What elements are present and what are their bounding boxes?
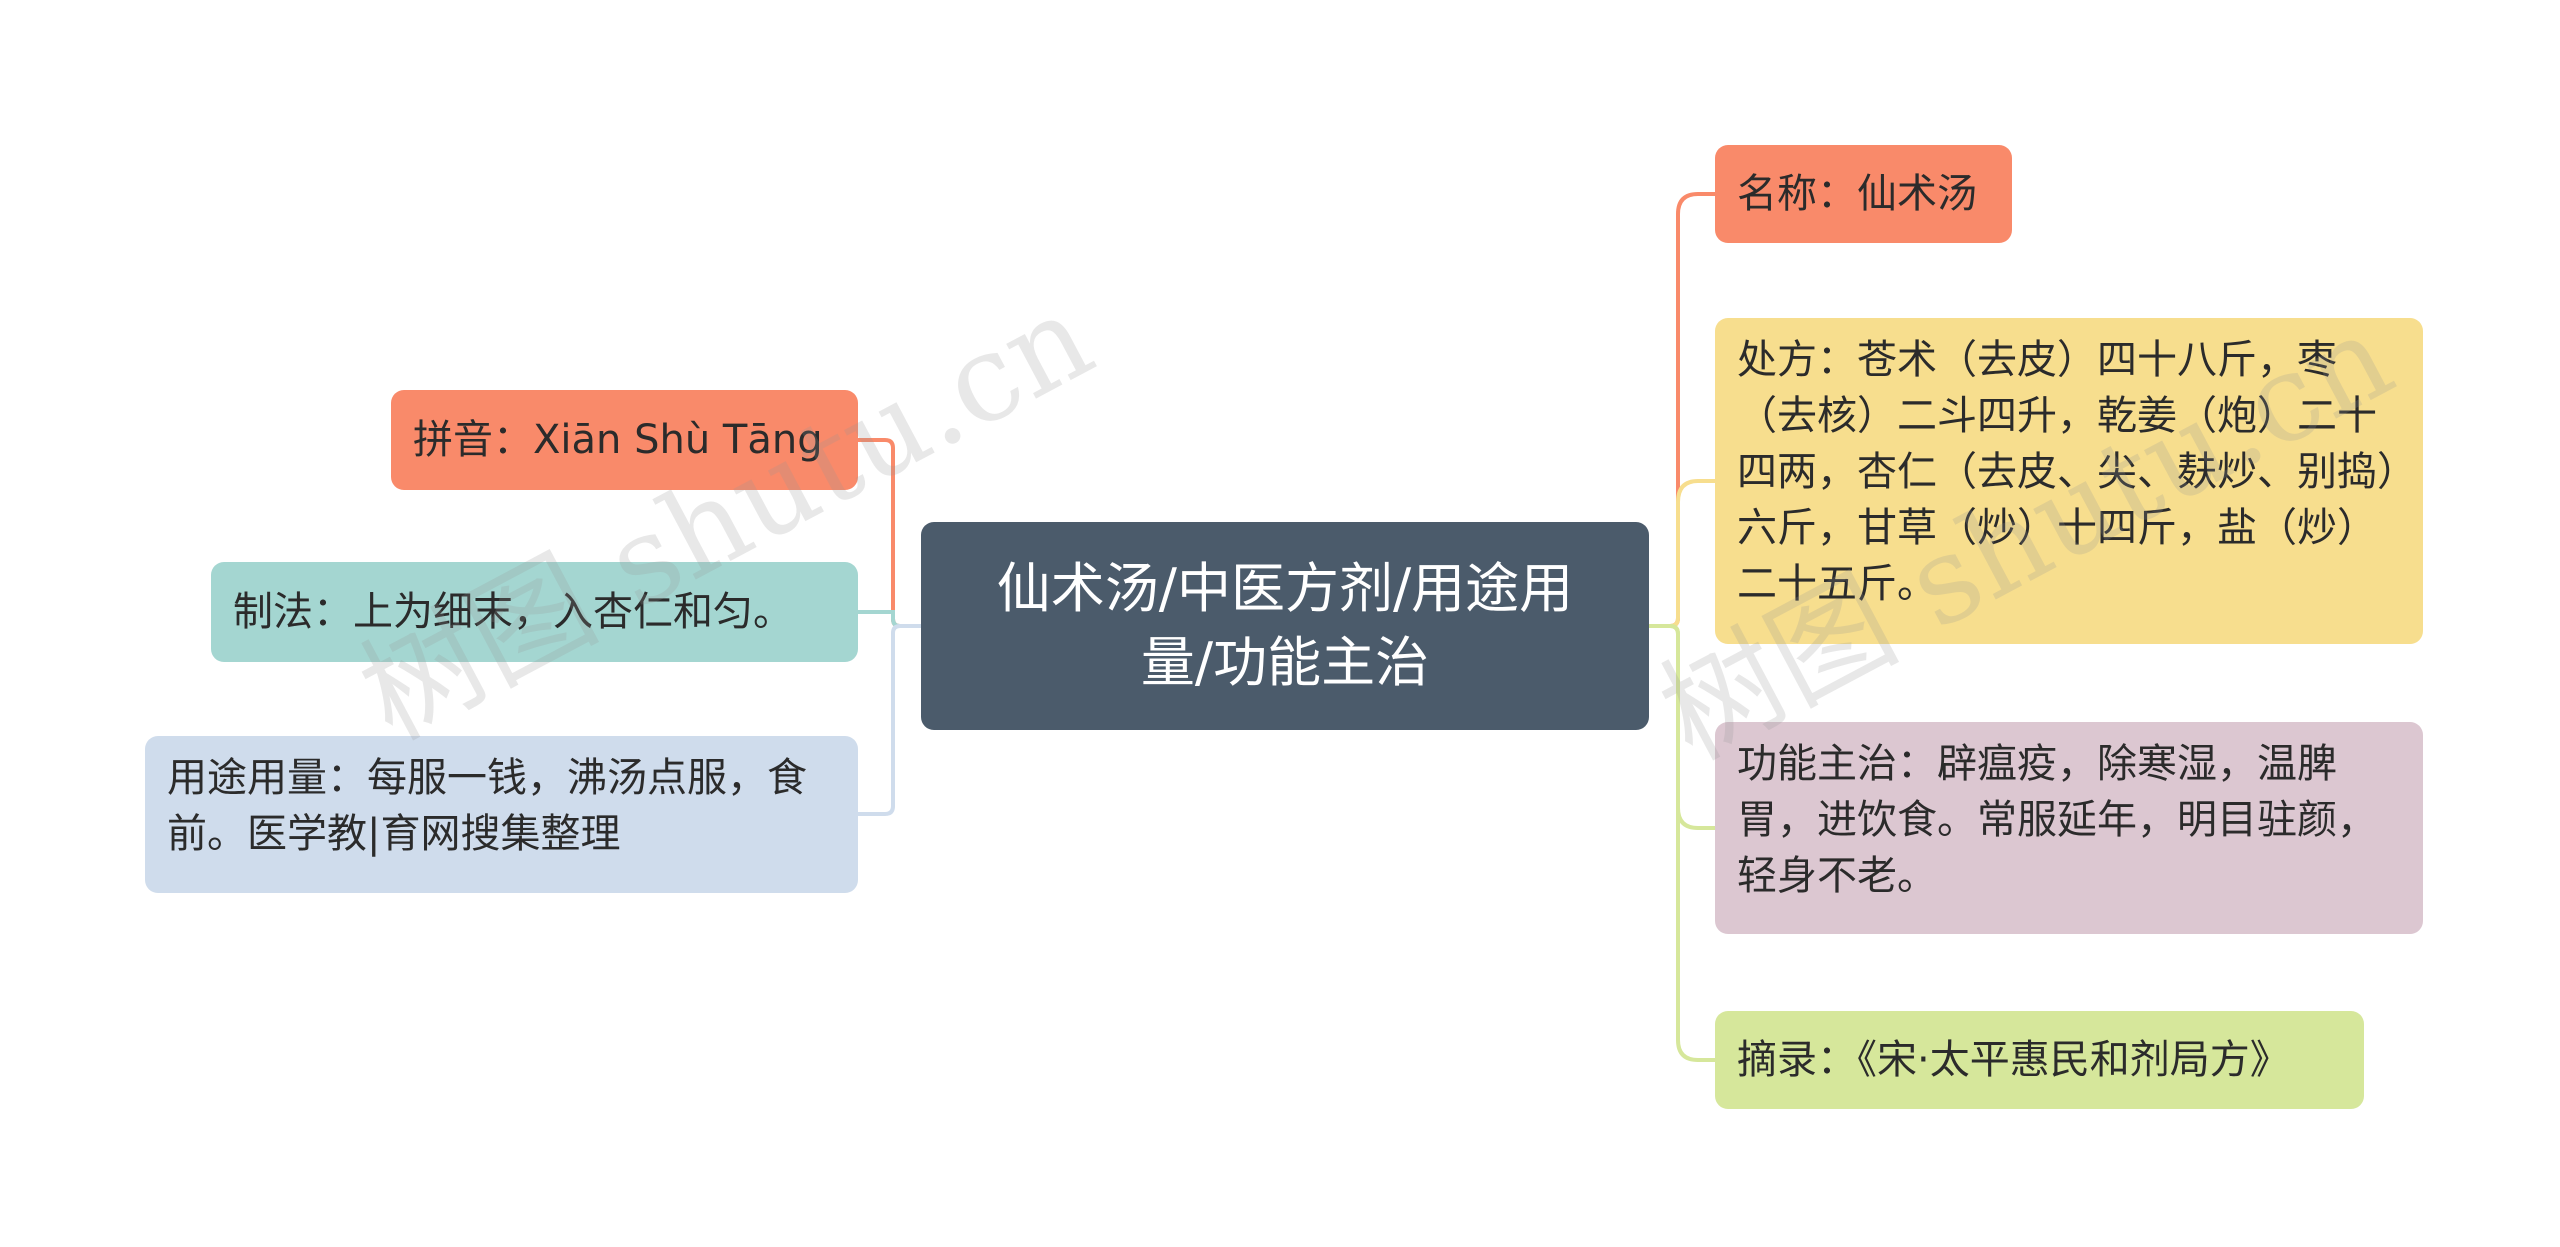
node-source-label: 摘录：《宋·太平惠民和剂局方》: [1737, 1037, 2290, 1083]
node-usage-dosage-label: 用途用量：每服一钱，沸汤点服，食前。医学教|育网搜集整理: [167, 755, 807, 857]
node-preparation[interactable]: 制法：上为细末，入杏仁和匀。: [211, 562, 858, 662]
central-topic[interactable]: 仙术汤/中医方剂/用途用量/功能主治: [921, 522, 1649, 730]
node-indications-label: 功能主治：辟瘟疫，除寒湿，温脾胃，进饮食。常服延年，明目驻颜，轻身不老。: [1737, 741, 2377, 899]
central-topic-label: 仙术汤/中医方剂/用途用量/功能主治: [996, 557, 1574, 694]
link-chufang: [1649, 479, 1715, 628]
node-name[interactable]: 名称：仙术汤: [1715, 145, 2012, 243]
link-yongtu: [858, 624, 921, 816]
link-gongneng: [1649, 624, 1715, 830]
node-pinyin-label: 拼音：Xiān Shù Tāng: [413, 417, 823, 463]
node-usage-dosage[interactable]: 用途用量：每服一钱，沸汤点服，食前。医学教|育网搜集整理: [145, 736, 858, 893]
link-pinyin: [858, 438, 921, 628]
node-prescription[interactable]: 处方：苍术（去皮）四十八斤，枣（去核）二斗四升，乾姜（炮）二十四两，杏仁（去皮、…: [1715, 318, 2423, 644]
node-source[interactable]: 摘录：《宋·太平惠民和剂局方》: [1715, 1011, 2364, 1109]
node-indications[interactable]: 功能主治：辟瘟疫，除寒湿，温脾胃，进饮食。常服延年，明目驻颜，轻身不老。: [1715, 722, 2423, 934]
link-zhifa: [858, 610, 921, 628]
node-pinyin[interactable]: 拼音：Xiān Shù Tāng: [391, 390, 858, 490]
node-preparation-label: 制法：上为细末，入杏仁和匀。: [233, 589, 793, 635]
node-name-label: 名称：仙术汤: [1737, 171, 1977, 217]
link-zhailu: [1649, 624, 1715, 1062]
node-prescription-label: 处方：苍术（去皮）四十八斤，枣（去核）二斗四升，乾姜（炮）二十四两，杏仁（去皮、…: [1737, 337, 2397, 607]
link-mingcheng: [1649, 192, 1715, 628]
